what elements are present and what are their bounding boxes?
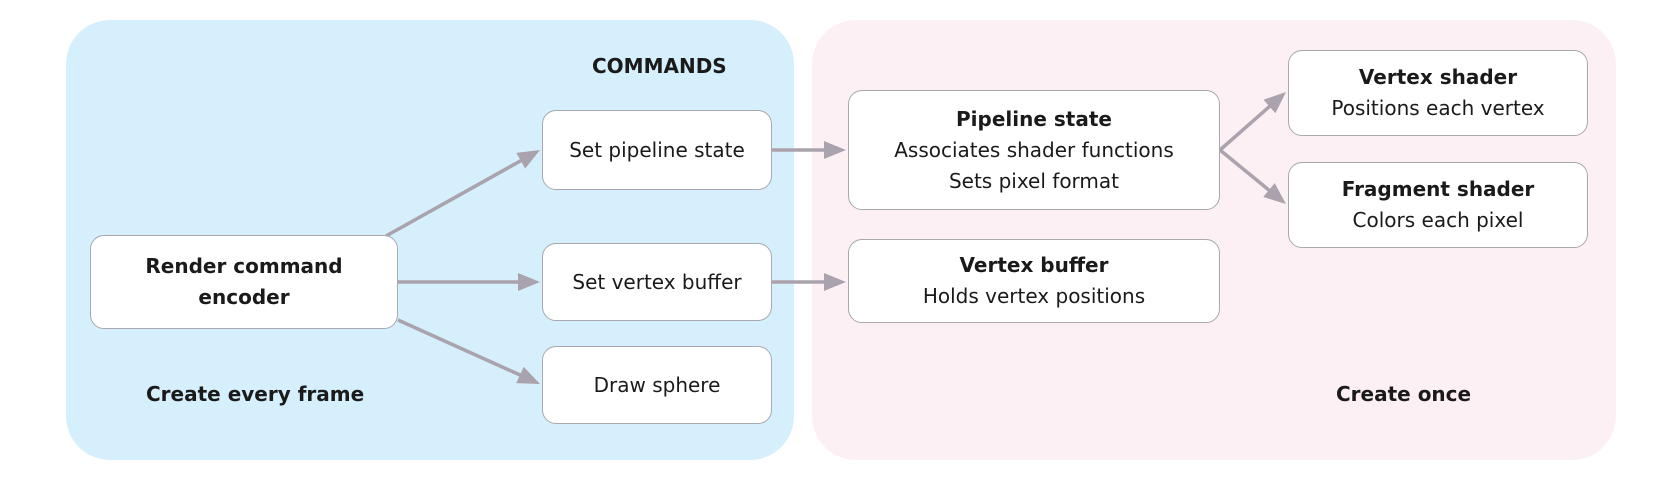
- arrow-pipeline-to-fragment-shader-shaft: [1218, 148, 1272, 193]
- arrow-encoder-to-draw-sphere: [397, 318, 540, 384]
- arrow-pipeline-to-fragment-shader-head: [1263, 183, 1286, 204]
- draw-sphere-text: Draw sphere: [593, 372, 721, 397]
- arrow-pipeline-to-vertex-shader-shaft: [1218, 103, 1273, 152]
- create-every-frame-label: Create every frame: [146, 382, 365, 406]
- arrow-encoder-to-set-pipeline-head: [516, 150, 540, 169]
- fragment-shader-title: Fragment shader: [1341, 177, 1535, 201]
- arrow-encoder-to-set-pipeline: [385, 150, 540, 238]
- fragment-shader-box: Fragment shader Colors each pixel: [1288, 162, 1588, 248]
- vertex-shader-box: Vertex shader Positions each vertex: [1288, 50, 1588, 136]
- arrow-encoder-to-draw-sphere-shaft: [397, 318, 523, 378]
- pipeline-state-title: Pipeline state: [956, 106, 1112, 131]
- pipeline-state-line1: Associates shader functions: [894, 137, 1174, 162]
- set-vertex-buffer-box: Set vertex buffer: [542, 243, 772, 321]
- draw-sphere-box: Draw sphere: [542, 346, 772, 424]
- arrow-encoder-to-set-vertex-buffer: [398, 273, 540, 291]
- arrow-set-pipeline-to-pipeline-state: [772, 141, 846, 159]
- arrow-set-vertex-buffer-to-vertex-buffer-head: [824, 273, 846, 291]
- vertex-buffer-line1: Holds vertex positions: [922, 284, 1146, 308]
- vertex-shader-line1: Positions each vertex: [1331, 96, 1545, 120]
- arrow-encoder-to-draw-sphere-head: [516, 366, 540, 384]
- vertex-buffer-box: Vertex buffer Holds vertex positions: [848, 239, 1220, 323]
- encoder-title-line1: Render command: [145, 254, 343, 278]
- pipeline-state-box: Pipeline state Associates shader functio…: [848, 90, 1220, 210]
- pipeline-state-line2: Sets pixel format: [948, 168, 1120, 193]
- set-pipeline-state-box: Set pipeline state: [542, 110, 772, 190]
- fragment-shader-line1: Colors each pixel: [1352, 208, 1524, 232]
- encoder-title-line2: encoder: [198, 285, 290, 309]
- vertex-buffer-title: Vertex buffer: [959, 253, 1109, 277]
- vertex-shader-title: Vertex shader: [1358, 65, 1518, 89]
- create-once-label: Create once: [1336, 382, 1472, 406]
- set-pipeline-state-text: Set pipeline state: [569, 137, 745, 162]
- set-vertex-buffer-text: Set vertex buffer: [572, 269, 742, 294]
- arrow-encoder-to-set-pipeline-shaft: [385, 158, 524, 238]
- arrow-pipeline-to-vertex-shader: [1218, 92, 1286, 152]
- arrow-pipeline-to-fragment-shader: [1218, 148, 1286, 204]
- arrow-pipeline-to-vertex-shader-head: [1263, 92, 1286, 114]
- render-command-encoder-box: Render command encoder: [90, 235, 398, 329]
- arrow-encoder-to-set-vertex-buffer-head: [518, 273, 540, 291]
- arrow-set-pipeline-to-pipeline-state-head: [824, 141, 846, 159]
- commands-heading: COMMANDS: [592, 54, 727, 78]
- arrow-set-vertex-buffer-to-vertex-buffer: [772, 273, 846, 291]
